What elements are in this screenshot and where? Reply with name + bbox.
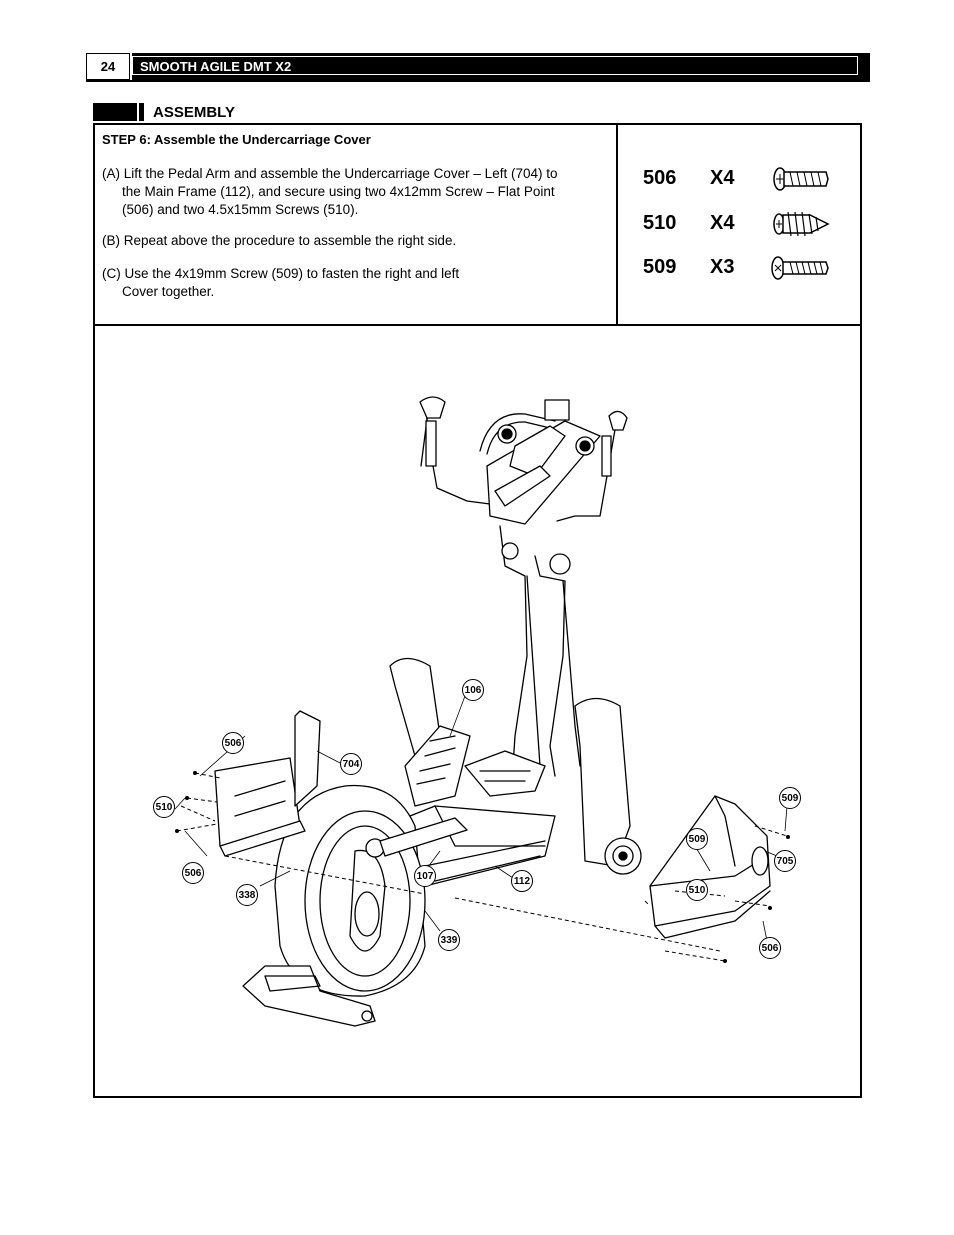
machine-screw-icon bbox=[771, 256, 829, 280]
hardware-part-510: 510 bbox=[643, 212, 677, 234]
step-heading: STEP 6: Assemble the Undercarriage Cover bbox=[102, 132, 371, 147]
hardware-qty-506: X4 bbox=[710, 167, 735, 189]
callout-510-left: 510 bbox=[153, 796, 175, 818]
callout-106: 106 bbox=[462, 679, 484, 701]
callout-506-right: 506 bbox=[759, 937, 781, 959]
instruction-a-line3: (506) and two 4.5x15mm Screws (510). bbox=[122, 202, 359, 217]
callout-107: 107 bbox=[414, 865, 436, 887]
callout-509-right-top: 509 bbox=[779, 787, 801, 809]
illustration-box bbox=[93, 324, 862, 1098]
page-number: 24 bbox=[86, 53, 130, 80]
flat-point-screw-icon bbox=[773, 167, 829, 191]
instruction-c-line2: Cover together. bbox=[122, 284, 215, 299]
instruction-a-line1: (A) Lift the Pedal Arm and assemble the … bbox=[102, 166, 558, 181]
hardware-part-509: 509 bbox=[643, 256, 677, 278]
instruction-b: (B) Repeat above the procedure to assemb… bbox=[102, 233, 457, 248]
step-label: STEP 6 bbox=[102, 132, 147, 147]
section-marker bbox=[93, 103, 137, 121]
header-rule bbox=[86, 80, 870, 82]
callout-506-left-bottom: 506 bbox=[182, 862, 204, 884]
callout-510-right: 510 bbox=[686, 879, 708, 901]
callout-506-left-top: 506 bbox=[222, 732, 244, 754]
callout-112: 112 bbox=[511, 870, 533, 892]
hardware-part-506: 506 bbox=[643, 167, 677, 189]
callout-704: 704 bbox=[340, 753, 362, 775]
hardware-qty-510: X4 bbox=[710, 212, 735, 234]
section-title: ASSEMBLY bbox=[153, 104, 235, 121]
self-tapping-screw-icon bbox=[773, 211, 830, 237]
instruction-a-line2: the Main Frame (112), and secure using t… bbox=[122, 184, 555, 199]
callout-339: 339 bbox=[438, 929, 460, 951]
elliptical-assembly-drawing bbox=[174, 396, 790, 1027]
step-title: : Assemble the Undercarriage Cover bbox=[146, 132, 371, 147]
callout-509-right: 509 bbox=[686, 828, 708, 850]
hardware-qty-509: X3 bbox=[710, 256, 735, 278]
callout-338: 338 bbox=[236, 884, 258, 906]
instruction-c-line1: (C) Use the 4x19mm Screw (509) to fasten… bbox=[102, 266, 460, 281]
instruction-a: (A) Lift the Pedal Arm and assemble the … bbox=[102, 165, 607, 219]
page-header: 24 SMOOTH AGILE DMT X2 bbox=[86, 53, 870, 80]
document-title: SMOOTH AGILE DMT X2 bbox=[140, 59, 292, 74]
instruction-c: (C) Use the 4x19mm Screw (509) to fasten… bbox=[102, 265, 607, 301]
header-title-bar: SMOOTH AGILE DMT X2 bbox=[132, 53, 870, 80]
section-marker-thin bbox=[139, 103, 144, 121]
header-title-frame bbox=[132, 56, 858, 75]
instruction-divider bbox=[616, 123, 618, 326]
callout-705: 705 bbox=[774, 850, 796, 872]
